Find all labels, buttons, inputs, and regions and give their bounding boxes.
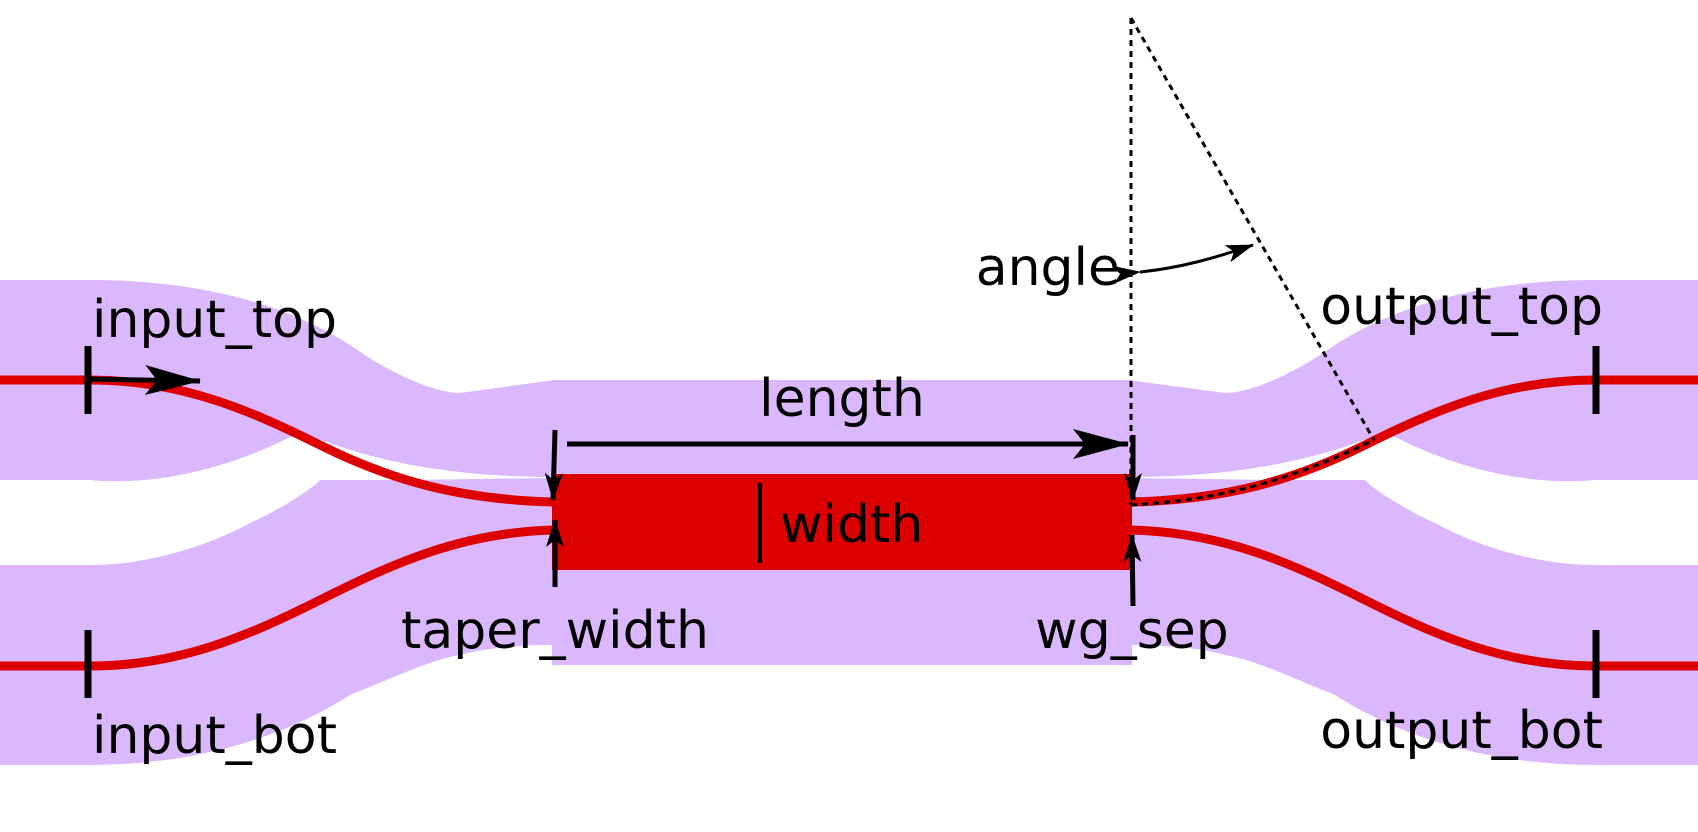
label-output-bot: output_bot	[1320, 701, 1603, 761]
cladding-input-fill	[250, 478, 555, 523]
label-length: length	[759, 369, 925, 429]
angle-reference-tangent	[1129, 17, 1376, 441]
label-input-top: input_top	[92, 290, 337, 350]
cladding-output-bot	[1128, 523, 1698, 765]
angle-arc-arrow	[1112, 243, 1254, 284]
label-output-top: output_top	[1320, 277, 1603, 337]
cladding-region	[0, 280, 1698, 765]
waveguide-output-bot	[1129, 525, 1698, 671]
label-width: width	[780, 495, 923, 555]
cladding-output-top	[1128, 280, 1698, 482]
wg-sep-arrow-bottom	[1123, 534, 1142, 607]
port-markers	[84, 346, 1600, 698]
labels: input_top input_bot output_top output_bo…	[92, 238, 1603, 766]
coupling-waveguide	[552, 474, 1132, 570]
input-direction-arrow	[87, 365, 201, 396]
cladding-output-fill	[1128, 478, 1435, 523]
cladding-input-bot	[0, 523, 555, 765]
label-input-bot: input_bot	[92, 706, 337, 766]
label-wg-sep: wg_sep	[1035, 601, 1229, 661]
dimension-annotations	[544, 17, 1376, 607]
bend-arc-outline	[1130, 438, 1375, 507]
cladding-input-top	[0, 280, 555, 482]
waveguide-input-bot	[0, 525, 556, 671]
taper-width-arrow-top	[544, 429, 563, 501]
label-angle: angle	[976, 238, 1120, 298]
waveguide-layer	[0, 375, 1698, 671]
label-taper-width: taper_width	[401, 601, 709, 661]
